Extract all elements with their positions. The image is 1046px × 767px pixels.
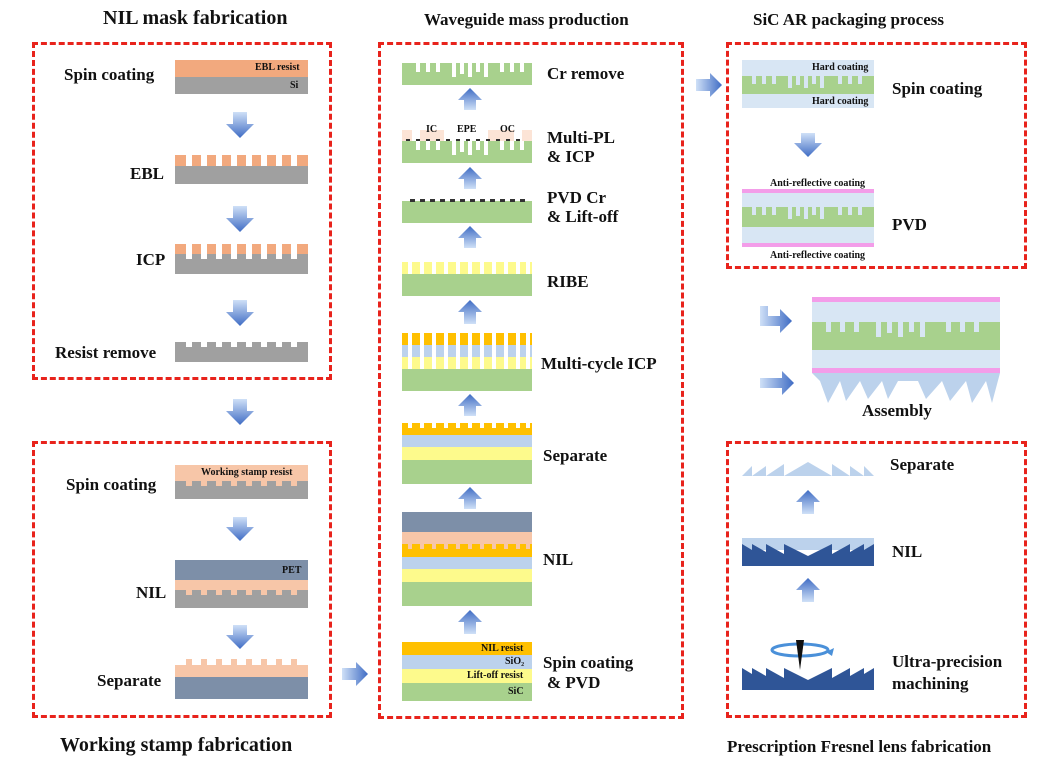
- nil-mask-resist-remove-stack: [175, 342, 308, 362]
- ar-step-pvd: PVD: [892, 215, 927, 234]
- ar-hard-top-label: Hard coating: [812, 62, 869, 73]
- fresnel-step-upm-1: Ultra-precision: [892, 652, 1003, 671]
- ar-spin-stack: [742, 60, 874, 108]
- fresnel-nil-stack: [742, 538, 874, 566]
- waveguide-up-arrows: [458, 88, 482, 634]
- fresnel-step-upm-2: machining: [892, 674, 969, 693]
- waveguide-to-ar-arrow: [696, 73, 722, 97]
- wg-multi-cycle-stack: [402, 333, 532, 391]
- wg-step-lift-off: & Lift-off: [547, 207, 619, 226]
- wg-step-pvd-cr: PVD Cr: [547, 188, 607, 207]
- ar-down-arrow-1: [794, 133, 822, 157]
- fresnel-up-arrow-1: [796, 490, 820, 514]
- nil-mask-title: NIL mask fabrication: [103, 7, 288, 29]
- wg-layer-sic: SiC: [508, 686, 524, 697]
- ar-pvd-stack: [742, 189, 874, 247]
- nil-mask-ebl-stack: [175, 155, 308, 184]
- nil-mask-down-arrows: [226, 112, 254, 649]
- nil-mask-frame: [32, 42, 332, 380]
- wg-ribe-stack: [402, 262, 532, 296]
- stamp-step-nil: NIL: [136, 583, 167, 602]
- stamp-nil-stack: [175, 560, 308, 608]
- wg-step-icp: & ICP: [547, 147, 595, 166]
- stamp-step-separate: Separate: [97, 671, 162, 690]
- fresnel-separate-shape: [742, 462, 874, 476]
- wg-nil-stack: [402, 512, 532, 606]
- ar-coating-bottom-label: Anti-reflective coating: [770, 250, 866, 261]
- stamp-spin-stack: [175, 465, 308, 499]
- wg-separate-stack: [402, 423, 532, 484]
- ar-coating-top-label: Anti-reflective coating: [770, 178, 866, 189]
- waveguide-title: Waveguide mass production: [424, 10, 629, 29]
- wg-step-nil: NIL: [543, 550, 574, 569]
- wg-spin-pvd-stack: [402, 642, 532, 701]
- wg-region-epe: EPE: [457, 124, 477, 135]
- fresnel-upm-stack: [742, 640, 874, 690]
- pet-label: PET: [282, 565, 302, 576]
- ebl-resist-label: EBL resist: [255, 62, 300, 73]
- stamp-to-waveguide-arrow: [342, 662, 368, 686]
- wg-layer-sio2: SiO₂: [505, 656, 525, 667]
- wg-region-ic: IC: [426, 124, 438, 135]
- wg-step-ribe: RIBE: [547, 272, 589, 291]
- wg-step-separate: Separate: [543, 446, 608, 465]
- nil-mask-step-icp: ICP: [136, 250, 166, 269]
- stamp-resist-label: Working stamp resist: [201, 467, 293, 478]
- wg-region-oc: OC: [500, 124, 515, 135]
- fresnel-frame: [726, 441, 1027, 718]
- assembly-label: Assembly: [862, 401, 932, 420]
- wg-step-spin-coating: Spin coating: [543, 653, 634, 672]
- assembly-stack: [812, 297, 1000, 403]
- wg-cr-remove-stack: [402, 63, 532, 85]
- wg-step-cr-remove: Cr remove: [547, 64, 625, 83]
- ar-hard-bottom-label: Hard coating: [812, 96, 869, 107]
- fresnel-step-separate: Separate: [890, 455, 955, 474]
- nil-mask-step-resist-remove: Resist remove: [55, 343, 157, 362]
- fresnel-step-nil: NIL: [892, 542, 923, 561]
- nil-mask-icp-stack: [175, 244, 308, 274]
- nil-mask-step-ebl: EBL: [130, 164, 165, 183]
- waveguide-frame: [378, 42, 684, 719]
- ar-step-spin: Spin coating: [892, 79, 983, 98]
- wg-step-multi-pl: Multi-PL: [547, 128, 615, 147]
- wg-pvd-cr-stack: [402, 199, 532, 223]
- si-label: Si: [290, 80, 299, 91]
- working-stamp-frame: [32, 441, 332, 718]
- working-stamp-title: Working stamp fabrication: [60, 734, 293, 756]
- wg-step-multi-cycle: Multi-cycle ICP: [541, 354, 657, 373]
- nil-mask-spin-stack: [175, 60, 308, 94]
- fresnel-up-arrow-2: [796, 578, 820, 602]
- sic-ar-title: SiC AR packaging process: [753, 10, 944, 29]
- sic-ar-frame: [726, 42, 1027, 269]
- fresnel-title: Prescription Fresnel lens fabrication: [727, 737, 992, 756]
- stamp-separate-stack: [175, 659, 308, 699]
- stamp-step-spin: Spin coating: [66, 475, 157, 494]
- wg-multi-pl-stack: [402, 130, 532, 163]
- wg-layer-nil-resist: NIL resist: [481, 643, 524, 654]
- wg-step-pvd: & PVD: [547, 673, 601, 692]
- assembly-arrows: [760, 306, 794, 395]
- wg-layer-liftoff: Lift-off resist: [467, 670, 524, 681]
- nil-mask-step-spin: Spin coating: [64, 65, 155, 84]
